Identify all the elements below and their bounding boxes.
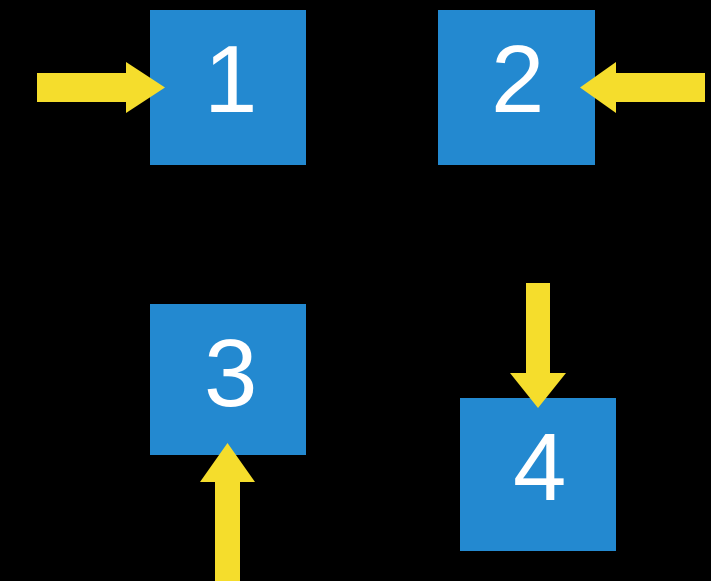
arrow-right-icon xyxy=(37,62,165,113)
arrow-left-icon xyxy=(580,62,705,113)
node-label-2: 2 xyxy=(491,26,545,133)
node-box-2[interactable] xyxy=(438,10,595,165)
arrow-up-icon xyxy=(200,443,255,581)
node-label-3: 3 xyxy=(204,320,258,427)
node-label-4: 4 xyxy=(513,414,567,521)
arrow-down-icon xyxy=(510,283,566,408)
node-box-1[interactable] xyxy=(150,10,306,165)
node-box-4[interactable] xyxy=(460,398,616,551)
node-label-1: 1 xyxy=(204,26,258,133)
node-box-3[interactable] xyxy=(150,304,306,455)
